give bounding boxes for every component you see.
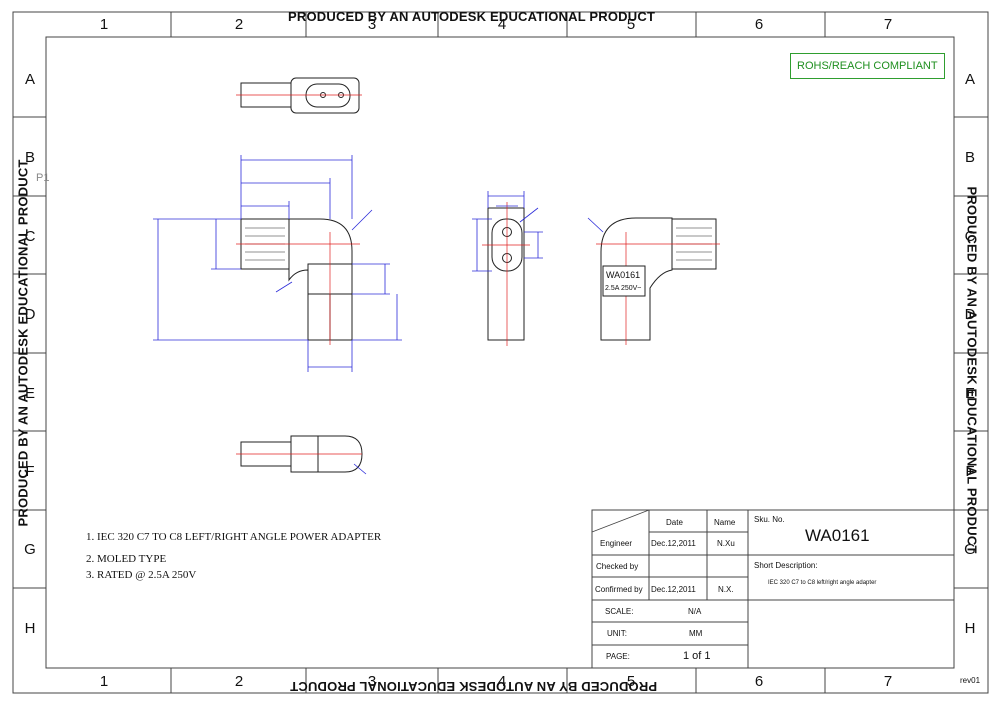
part-label-line1: WA0161	[606, 270, 641, 280]
sheet-tag: P1	[36, 172, 50, 184]
side-view	[482, 202, 530, 346]
column-dividers	[170, 12, 826, 693]
row-label-left-h: H	[24, 620, 36, 637]
compliance-badge: ROHS/REACH COMPLIANT	[790, 53, 945, 79]
tb-page-label: PAGE:	[606, 652, 630, 661]
note-3: 3. RATED @ 2.5A 250V	[86, 569, 197, 581]
column-label-bottom-3: 3	[367, 673, 377, 690]
row-label-left-b: B	[24, 149, 35, 166]
column-label-bottom-5: 5	[626, 673, 636, 690]
tb-sku-value: WA0161	[805, 526, 870, 545]
column-label-bottom-6: 6	[754, 673, 764, 690]
row-label-right-d: D	[964, 306, 976, 323]
column-label-bottom-4: 4	[497, 673, 507, 690]
row-label-left-f: F	[25, 463, 35, 480]
column-label-top-4: 4	[497, 16, 507, 33]
note-1: 1. IEC 320 C7 TO C8 LEFT/RIGHT ANGLE POW…	[86, 531, 382, 543]
column-label-bottom-7: 7	[883, 673, 893, 690]
tb-scale-label: SCALE:	[605, 607, 634, 616]
tb-engineer-label: Engineer	[600, 539, 633, 548]
tb-header-date: Date	[666, 518, 683, 527]
column-label-bottom-1: 1	[99, 673, 109, 690]
title-block-grid	[591, 509, 955, 669]
row-label-left-d: D	[24, 306, 36, 323]
tb-checked-label: Checked by	[596, 562, 639, 571]
tb-engineer-date: Dec.12,2011	[651, 539, 696, 548]
row-label-left-c: C	[24, 228, 36, 245]
column-label-top-6: 6	[754, 16, 764, 33]
tb-desc-value: IEC 320 C7 to C8 left/right angle adapte…	[768, 580, 877, 586]
row-label-right-a: A	[964, 71, 975, 88]
tb-page-value: 1 of 1	[683, 650, 711, 662]
bottom-view	[236, 435, 367, 475]
column-label-top-3: 3	[367, 16, 377, 33]
watermark-bottom: PRODUCED BY AN AUTODESK EDUCATIONAL PROD…	[290, 679, 658, 694]
note-2: 2. MOLED TYPE	[86, 553, 167, 565]
row-label-right-e: E	[964, 385, 975, 402]
tb-confirmed-date: Dec.12,2011	[651, 585, 696, 594]
front-view-dimensions	[153, 155, 402, 372]
top-view	[236, 77, 362, 114]
tb-engineer-name: N.Xu	[717, 539, 735, 548]
row-dividers	[13, 116, 988, 589]
rear-view	[587, 217, 720, 345]
row-label-right-g: G	[964, 541, 976, 558]
tb-desc-label: Short Description:	[754, 561, 818, 570]
row-label-left-e: E	[24, 385, 35, 402]
part-label-line2: 2.5A 250V~	[605, 285, 642, 292]
column-label-bottom-2: 2	[234, 673, 244, 690]
row-label-left-a: A	[24, 71, 35, 88]
row-label-right-c: C	[964, 228, 976, 245]
row-label-right-f: F	[965, 463, 975, 480]
outer-frame	[12, 11, 989, 694]
tb-confirmed-name: N.X.	[718, 585, 734, 594]
front-view	[236, 218, 360, 345]
tb-unit-value: MM	[689, 629, 703, 638]
drawing-notes: 1. IEC 320 C7 TO C8 LEFT/RIGHT ANGLE POW…	[86, 531, 381, 581]
row-label-left-g: G	[24, 541, 36, 558]
tb-scale-value: N/A	[688, 607, 702, 616]
revision-label: rev01	[960, 676, 981, 685]
column-label-top-1: 1	[99, 16, 109, 33]
column-label-top-2: 2	[234, 16, 244, 33]
column-label-top-7: 7	[883, 16, 893, 33]
tb-unit-label: UNIT:	[607, 629, 627, 638]
side-view-dimensions	[472, 191, 543, 272]
row-label-right-h: H	[964, 620, 976, 637]
row-label-right-b: B	[964, 149, 975, 166]
column-label-top-5: 5	[626, 16, 636, 33]
tb-header-name: Name	[714, 518, 736, 527]
tb-confirmed-label: Confirmed by	[595, 585, 643, 594]
watermark-top: PRODUCED BY AN AUTODESK EDUCATIONAL PROD…	[288, 9, 656, 24]
tb-sku-label: Sku. No.	[754, 515, 785, 524]
